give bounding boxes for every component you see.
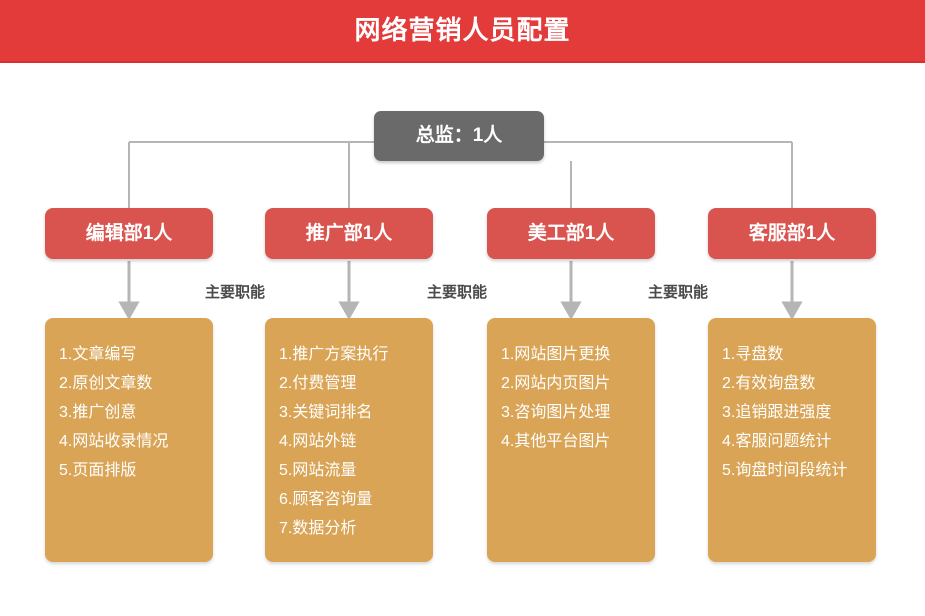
- duty-item: 5.询盘时间段统计: [722, 462, 848, 479]
- duty-item: 3.关键词排名: [279, 404, 373, 421]
- duty-item: 3.追销跟进强度: [722, 404, 832, 421]
- dept-node-design[interactable]: 美工部1人: [487, 208, 655, 259]
- duty-box-promotion: 1.推广方案执行 2.付费管理 3.关键词排名 4.网站外链 5.网站流量 6.顾客咨询量…: [265, 318, 433, 562]
- dept-node-customer-service[interactable]: 客服部1人: [708, 208, 876, 259]
- duty-item: 5.网站流量: [279, 462, 357, 479]
- duty-item: 7.数据分析: [279, 520, 357, 537]
- dept-node-label: 编辑部1人: [85, 223, 173, 244]
- duty-item: 1.推广方案执行: [279, 346, 389, 363]
- duty-item: 5.页面排版: [59, 462, 137, 479]
- duty-item: 2.网站内页图片: [501, 375, 611, 392]
- duty-box-design: 1.网站图片更换 2.网站内页图片 3.咨询图片处理 4.其他平台图片: [487, 318, 655, 562]
- duty-box-customer-service: 1.寻盘数 2.有效询盘数 3.追销跟进强度 4.客服问题统计 5.询盘时间段统计: [708, 318, 876, 562]
- dept-node-label: 推广部1人: [305, 223, 393, 244]
- function-caption: 主要职能: [204, 284, 265, 301]
- dept-node-editorial[interactable]: 编辑部1人: [45, 208, 213, 259]
- duty-item: 1.网站图片更换: [501, 346, 611, 363]
- duty-item: 1.寻盘数: [722, 346, 784, 363]
- dept-node-promotion[interactable]: 推广部1人: [265, 208, 433, 259]
- root-node-label: 总监：1人: [415, 125, 503, 146]
- duty-item: 4.网站收录情况: [59, 433, 169, 450]
- dept-node-label: 客服部1人: [748, 223, 836, 244]
- duty-item: 4.客服问题统计: [722, 433, 832, 450]
- root-node-director[interactable]: 总监：1人: [374, 111, 544, 161]
- duty-item: 2.原创文章数: [59, 375, 153, 392]
- duty-box-editorial: 1.文章编写 2.原创文章数 3.推广创意 4.网站收录情况 5.页面排版: [45, 318, 213, 562]
- duty-item: 4.网站外链: [279, 433, 357, 450]
- function-caption: 主要职能: [426, 284, 487, 301]
- dept-node-label: 美工部1人: [527, 223, 615, 244]
- duty-item: 2.付费管理: [279, 375, 357, 392]
- page-title: 网络营销人员配置: [354, 15, 571, 45]
- duty-item: 2.有效询盘数: [722, 375, 816, 392]
- duty-item: 1.文章编写: [59, 346, 137, 363]
- duty-item: 6.顾客咨询量: [279, 491, 373, 508]
- duty-item: 3.咨询图片处理: [501, 404, 611, 421]
- duty-item: 3.推广创意: [59, 404, 137, 421]
- duty-item: 4.其他平台图片: [501, 433, 611, 450]
- function-caption: 主要职能: [647, 284, 708, 301]
- header-bar: 网络营销人员配置: [0, 0, 925, 63]
